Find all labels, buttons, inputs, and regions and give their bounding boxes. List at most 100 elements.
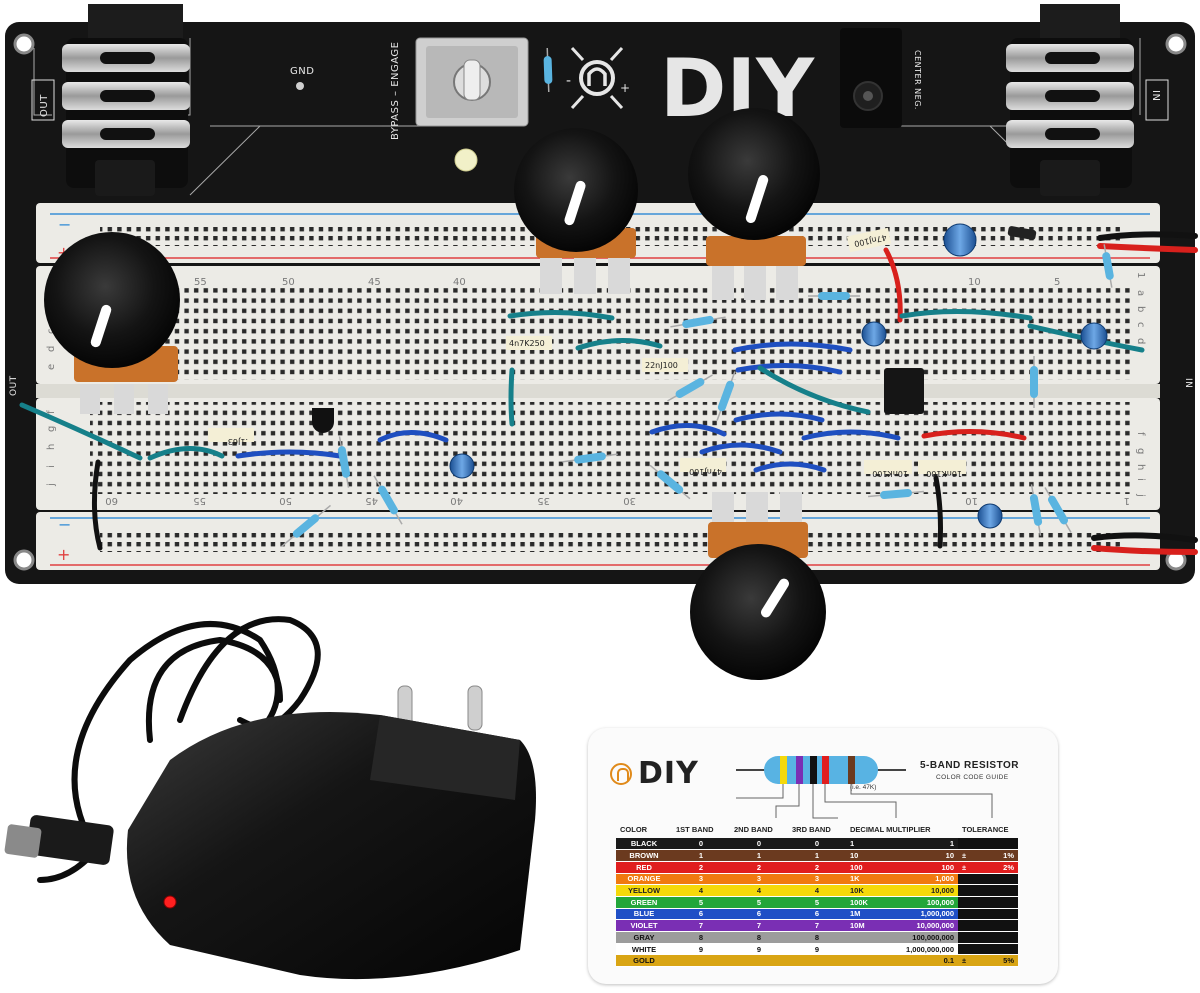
row-letter: e <box>46 364 57 370</box>
row-letter: d <box>1135 338 1146 344</box>
resistor <box>337 436 351 488</box>
pot-top-2[interactable] <box>688 108 820 300</box>
col-number: 60 <box>105 495 118 506</box>
knob-indicator <box>745 174 769 224</box>
cell-b3: 0 <box>788 838 846 851</box>
cell-color: BROWN <box>616 849 672 862</box>
cell-m2: 100,000 <box>881 896 958 909</box>
wire-teal <box>147 445 225 461</box>
mount-hole <box>13 549 35 571</box>
knob-top-2[interactable] <box>688 108 820 240</box>
resistors <box>281 47 1114 548</box>
cell-b1: 4 <box>672 884 730 897</box>
cell-tolerance <box>972 931 1018 944</box>
cell-color: VIOLET <box>616 919 672 932</box>
resistor <box>670 315 726 329</box>
cell-tolerance-sign <box>958 908 972 921</box>
capacitor-label: 10nK100 <box>926 469 962 478</box>
cell-b2: 4 <box>730 884 788 897</box>
gnd-pad <box>296 82 304 90</box>
cell-m2: 0.1 <box>881 954 958 968</box>
col-header: 1ST BAND <box>676 824 714 834</box>
out-side-label: OUT <box>9 375 19 396</box>
cell-m1: 10K <box>846 884 882 897</box>
cell-b3: 8 <box>788 931 846 944</box>
pot-top-1[interactable] <box>514 128 638 294</box>
cell-m2: 100 <box>881 861 958 874</box>
col-header: 3RD BAND <box>792 824 831 834</box>
electrolytic-capacitors <box>449 223 1108 529</box>
cell-b2: 6 <box>730 908 788 921</box>
pedal-board: OUT IN GND BYPASS – ENGAGE CENTER NEG. <box>5 4 1198 680</box>
cell-b1: 5 <box>672 896 730 909</box>
wire-teal <box>757 365 871 415</box>
col-header: DECIMAL MULTIPLIER <box>850 824 931 834</box>
cell-b2: 9 <box>730 943 788 956</box>
wire-red <box>1091 545 1198 555</box>
adapter-led <box>163 895 177 909</box>
wire-blue <box>699 442 783 455</box>
capacitor-label: 22nJ100 <box>645 361 678 370</box>
cell-m2: 1,000,000 <box>881 908 958 921</box>
ic-chip <box>884 368 924 414</box>
cell-tolerance <box>972 896 1018 909</box>
col-number: 50 <box>279 495 292 506</box>
wire-blue <box>732 341 853 353</box>
wire-red <box>883 247 903 323</box>
knob-left[interactable] <box>44 232 180 368</box>
resistor-color-guide-card: DIY 5-BAND RESISTOR COLOR CODE GUIDE (i.… <box>588 728 1058 984</box>
cell-m2: 100,000,000 <box>881 931 958 944</box>
gnd-label: GND <box>290 66 314 77</box>
cell-m2: 1 <box>881 838 958 851</box>
row-letter: g <box>1135 448 1146 454</box>
output-jack <box>62 4 190 196</box>
electrolytic-capacitor <box>449 453 475 479</box>
knob-bottom[interactable] <box>690 544 826 680</box>
electrolytic-capacitor <box>943 223 977 257</box>
row-letter: h <box>46 444 57 450</box>
cell-b1: 2 <box>672 861 730 874</box>
cell-b2: 1 <box>730 849 788 862</box>
row-letter: 1 <box>1135 272 1146 278</box>
status-led <box>454 148 478 172</box>
knob-indicator <box>760 578 790 618</box>
cell-tolerance <box>972 919 1018 932</box>
rail-minus-top: − <box>58 215 72 234</box>
wire-blue <box>649 422 727 437</box>
cell-b2: 8 <box>730 931 788 944</box>
resistor <box>808 292 860 300</box>
wire-teal <box>899 308 1033 321</box>
cell-b1: 0 <box>672 838 730 851</box>
logo-plus: + <box>620 81 630 95</box>
row-letter: j <box>46 483 57 487</box>
cell-b2: 7 <box>730 919 788 932</box>
cell-tolerance-sign <box>958 896 972 909</box>
col-number: 5 <box>1054 277 1060 288</box>
cell-b1: 3 <box>672 873 730 886</box>
cell-b3: 1 <box>788 849 846 862</box>
electrolytic-capacitor <box>861 321 887 347</box>
cell-m2: 10 <box>881 849 958 862</box>
cell-b3: 2 <box>788 861 846 874</box>
cell-b3: 3 <box>788 873 846 886</box>
pot-left[interactable] <box>44 232 180 414</box>
capacitor-label: 47nJ100 <box>689 467 722 476</box>
wire-red <box>1097 243 1198 253</box>
cell-m2: 1,000 <box>881 873 958 886</box>
cell-b3: 6 <box>788 908 846 921</box>
row-letter: i <box>46 465 57 468</box>
cell-color: ORANGE <box>616 873 672 886</box>
bypass-switch[interactable] <box>415 37 529 127</box>
transistor <box>312 408 334 433</box>
power-adapter <box>4 616 537 980</box>
cell-b2: 3 <box>730 873 788 886</box>
cell-tolerance: 2% <box>972 861 1018 874</box>
resistor <box>649 464 691 500</box>
row-letter: j <box>1135 493 1146 497</box>
resistor <box>868 488 924 500</box>
dc-plug <box>4 815 114 865</box>
pot-bottom[interactable] <box>690 492 826 680</box>
wire-blue <box>753 461 827 473</box>
